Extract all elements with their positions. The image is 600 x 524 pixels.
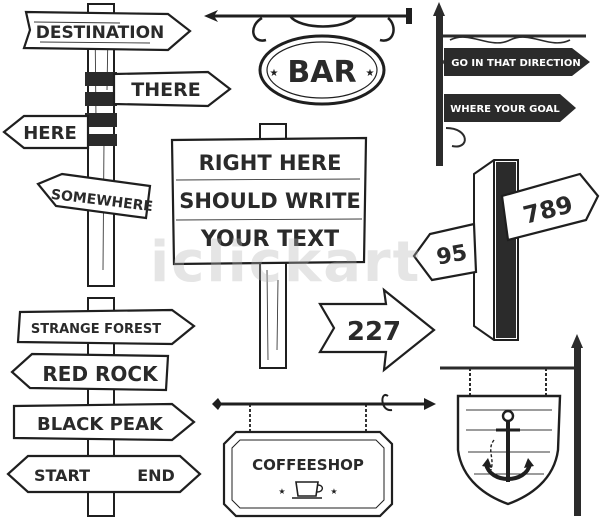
star-icon: ★: [330, 487, 337, 496]
coffeeshop-hanging-sign: COFFEESHOP ★ ★: [212, 393, 436, 518]
strange-forest-sign: [16, 308, 196, 346]
coffeeshop-plaque: [222, 430, 394, 518]
rod-tip-icon: [424, 398, 436, 410]
strange-forest-label: STRANGE FOREST: [31, 322, 161, 337]
signpost-top-left: DESTINATION THERE HERE SOMEWHERE: [2, 3, 232, 287]
metal-band: [85, 92, 117, 106]
go-direction-sign: [444, 48, 590, 76]
iron-direction-signs: GO IN THAT DIRECTION WHERE YOUR GOAL: [433, 2, 590, 166]
metal-band: [85, 113, 117, 127]
coffee-cup-icon: [292, 481, 324, 499]
sign-789: [500, 172, 600, 242]
here-label: HERE: [23, 123, 77, 144]
scroll-bracket-icon: [252, 16, 395, 42]
there-label: THERE: [131, 79, 200, 101]
somewhere-arrow-sign: [36, 172, 152, 220]
go-direction-label: GO IN THAT DIRECTION: [451, 58, 581, 69]
star-icon: ★: [270, 68, 279, 79]
board-line-1: RIGHT HERE: [199, 151, 342, 175]
black-peak-sign: [12, 402, 196, 442]
red-rock-label: RED ROCK: [42, 362, 159, 386]
label-227: 227: [347, 317, 401, 347]
metal-band: [85, 134, 117, 146]
arrow-227-sign: [318, 287, 436, 373]
star-icon: ★: [366, 68, 375, 79]
coffeeshop-label: COFFEESHOP: [252, 456, 364, 474]
bar-plaque: [258, 34, 386, 106]
black-peak-label: BLACK PEAK: [37, 414, 164, 435]
label-95: 95: [435, 241, 470, 271]
destination-label: DESTINATION: [36, 23, 165, 43]
destination-arrow-sign: [22, 10, 192, 52]
board-line-2: SHOULD WRITE: [179, 189, 361, 213]
board-line-3: YOUR TEXT: [200, 227, 339, 252]
center-board-sign: RIGHT HERE SHOULD WRITE YOUR TEXT: [170, 123, 368, 369]
where-goal-label: WHERE YOUR GOAL: [450, 104, 560, 115]
anchor-shield-sign: [440, 334, 583, 516]
signpost-bottom-left: STRANGE FOREST RED ROCK BLACK PEAK START…: [6, 297, 202, 517]
board-panel: [170, 136, 368, 266]
arrow-227: 227: [318, 287, 436, 373]
here-arrow-sign: [2, 114, 90, 150]
bar-label: BAR: [287, 55, 356, 90]
bar-hanging-sign: ★ ★ BAR: [204, 8, 412, 106]
sign-95: [412, 222, 478, 282]
iron-pole: [436, 14, 443, 166]
metal-band: [85, 72, 117, 86]
start-end-sign: [6, 454, 202, 494]
scroll-bracket-icon: [381, 393, 393, 412]
iron-pole: [574, 346, 581, 516]
star-icon: ★: [278, 487, 285, 496]
anchor-icon: [482, 409, 534, 482]
where-goal-sign: [444, 94, 576, 122]
there-arrow-sign: [112, 70, 232, 108]
rod-tip-icon: [204, 10, 218, 22]
start-label: START: [34, 466, 90, 485]
end-label: END: [137, 466, 175, 485]
red-rock-sign: [10, 352, 170, 392]
scroll-bracket-icon: [449, 36, 571, 44]
number-signpost: 789 95: [412, 159, 600, 341]
